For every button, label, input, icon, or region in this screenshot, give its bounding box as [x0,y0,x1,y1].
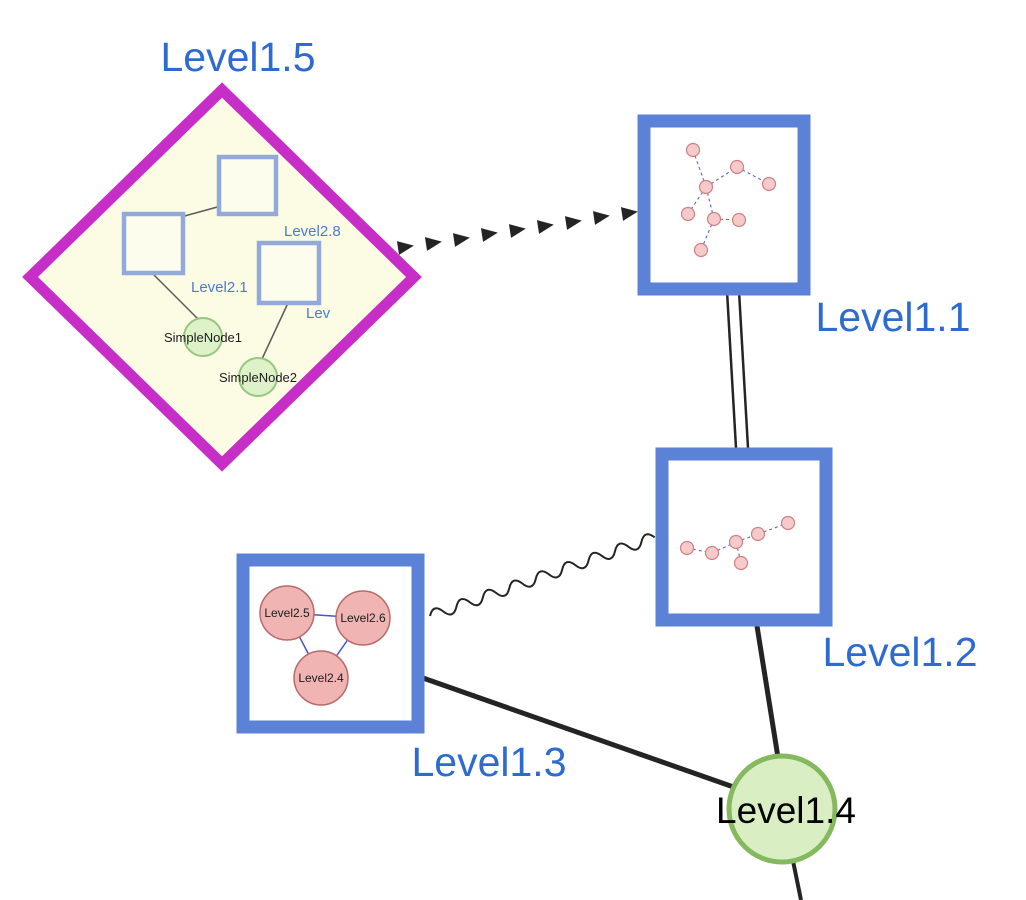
tiny-node[interactable] [728,534,744,550]
node-level14[interactable] [726,753,838,865]
label-level12: Level1.2 [822,629,977,675]
node-level28[interactable] [216,154,279,217]
level15-diamond[interactable] [22,82,422,472]
level12-inner-graph [679,515,796,571]
label-level26: Level2.6 [340,611,386,625]
tiny-node[interactable] [780,515,796,531]
label-level11: Level1.1 [815,294,970,340]
label-simplenode2: SimpleNode2 [219,370,297,385]
tiny-node[interactable] [761,176,777,192]
tiny-node[interactable] [729,159,745,175]
label-level28: Level2.8 [284,223,341,240]
group-level11[interactable] [637,114,811,296]
group-level13[interactable]: Level2.5 Level2.6 Level2.4 [236,553,425,734]
label-level25: Level2.5 [264,606,310,620]
tiny-node[interactable] [704,545,720,561]
tiny-node[interactable] [685,142,701,158]
edge-level13-level12 [429,533,656,617]
node-level21[interactable] [121,211,186,276]
label-simplenode1: SimpleNode1 [164,330,242,345]
label-level13: Level1.3 [411,739,566,785]
edge-level21-simplenode1 [151,272,199,320]
tiny-node[interactable] [750,526,766,542]
node-level24[interactable] [293,650,349,706]
tiny-node[interactable] [679,540,695,556]
level11-box[interactable] [637,114,811,296]
edge-level11-level12 [725,290,750,449]
edge-level15-level11 [396,207,638,255]
level12-box[interactable] [655,447,833,627]
node-simplenode2[interactable] [238,357,278,397]
node-level26[interactable] [335,590,391,646]
tiny-node[interactable] [706,211,722,227]
node-level25[interactable] [259,585,315,641]
tiny-node[interactable] [731,212,747,228]
edge-level28-level21 [180,205,222,218]
level11-inner-graph [680,142,777,258]
label-level21: Level2.1 [191,279,248,296]
label-level2-clipped: Lev [306,305,331,322]
label-level14: Level1.4 [716,790,856,831]
tiny-node[interactable] [693,242,709,258]
edge-level2x-simplenode2 [261,302,289,360]
label-level24: Level2.4 [298,671,344,685]
node-level2-clipped[interactable] [256,240,322,306]
node-simplenode1[interactable] [183,317,223,357]
tiny-node[interactable] [733,555,749,571]
group-level15[interactable]: Level2.8 Level2.1 Lev SimpleNode1 Simple… [22,82,422,472]
label-level15: Level1.5 [160,34,315,80]
tiny-node[interactable] [680,206,696,222]
group-level12[interactable] [655,447,833,627]
edge-level13-level14 [422,675,763,800]
tiny-node[interactable] [698,179,714,195]
